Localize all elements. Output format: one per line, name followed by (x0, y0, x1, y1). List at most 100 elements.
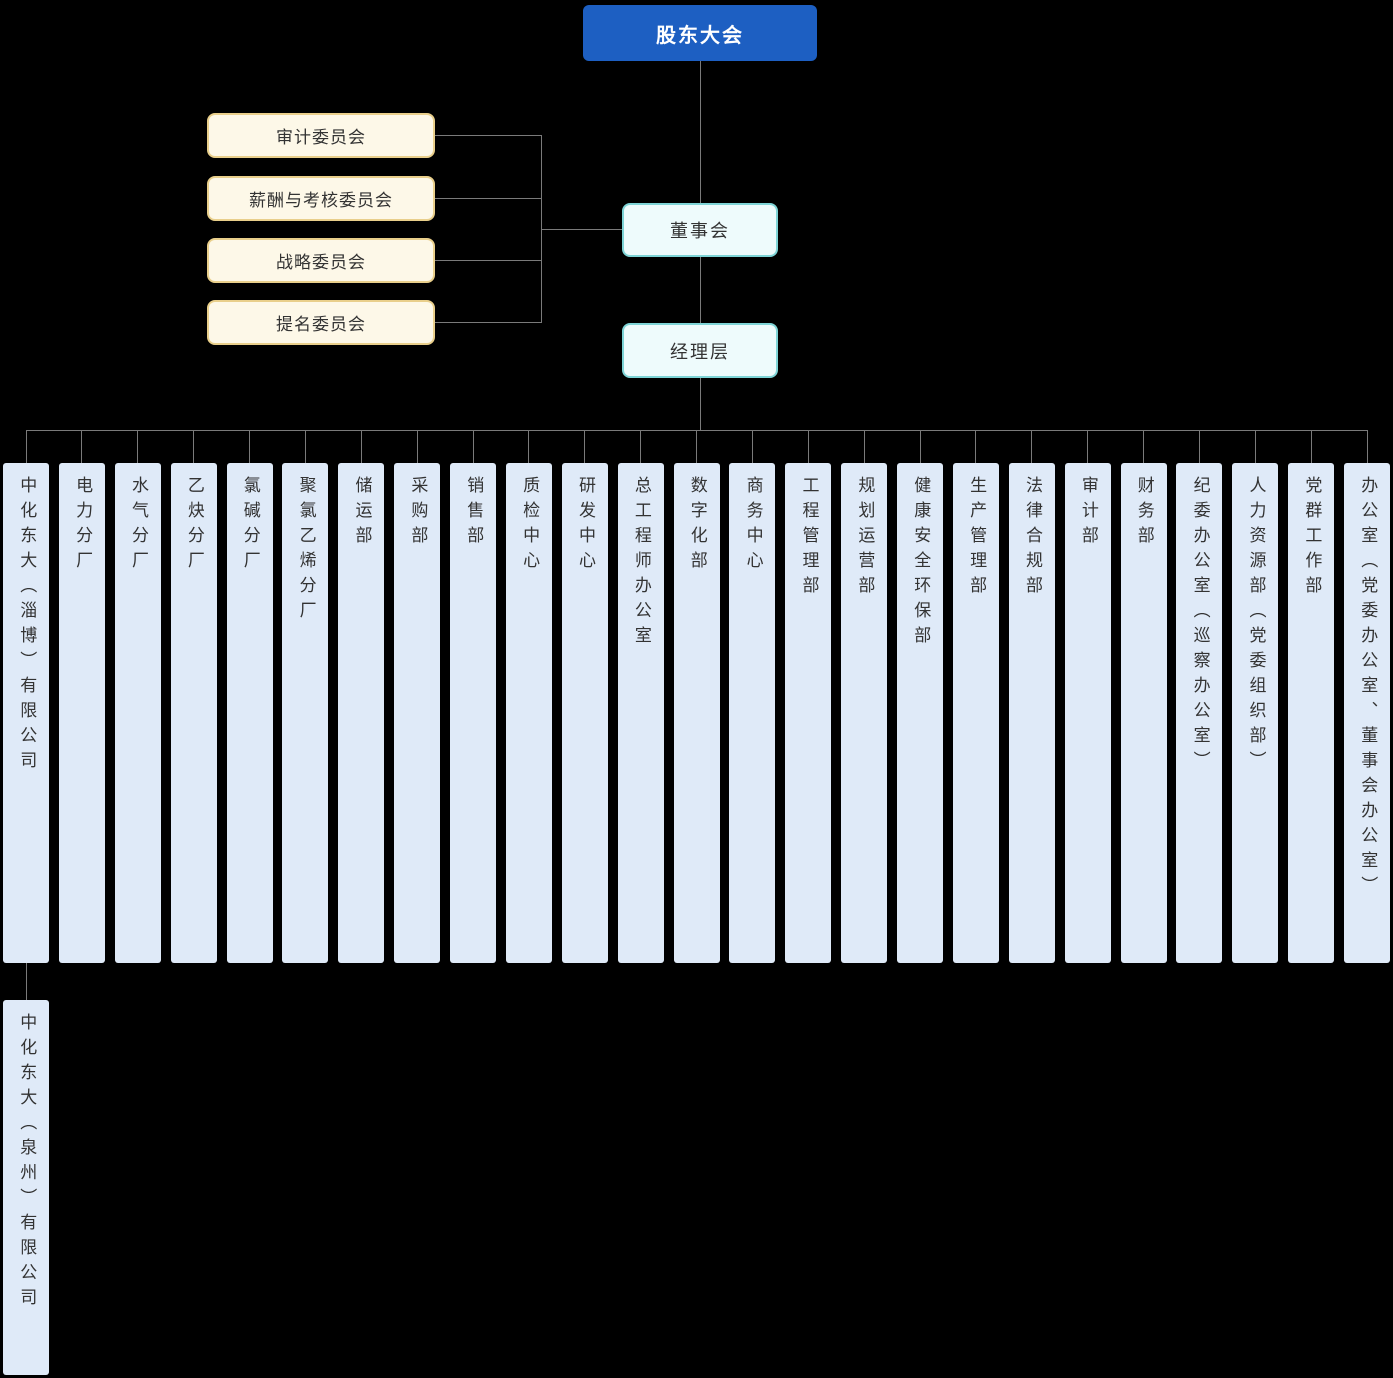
committee-box-compensation: 薪酬与考核委员会 (207, 176, 435, 221)
connector-line (807, 430, 809, 463)
department-item: 审计部 (1064, 430, 1111, 963)
department-label: 采购部 (408, 476, 428, 551)
connector-line (416, 430, 418, 463)
department-box: 数字化部 (673, 463, 720, 963)
department-label: 水气分厂 (128, 476, 148, 576)
node-label: 经理层 (670, 341, 730, 362)
department-label: 规划运营部 (855, 476, 875, 601)
department-label: 销售部 (464, 476, 484, 551)
connector-line (1087, 430, 1089, 463)
committee-label: 提名委员会 (276, 315, 366, 334)
connector-line (435, 260, 541, 261)
department-item: 党群工作部 (1288, 430, 1335, 963)
department-box: 电力分厂 (58, 463, 105, 963)
department-label: 中化东大（淄博）有限公司 (17, 476, 37, 776)
department-label: 法律合规部 (1022, 476, 1042, 601)
department-label: 电力分厂 (73, 476, 93, 576)
department-label: 生产管理部 (967, 476, 987, 601)
department-label: 健康安全环保部 (911, 476, 931, 651)
department-label: 质检中心 (520, 476, 540, 576)
department-item: 办公室（党委办公室、董事会办公室） (1344, 430, 1390, 963)
connector-line (975, 430, 977, 463)
connector-line (1031, 430, 1033, 463)
node-management-layer: 经理层 (622, 323, 778, 378)
connector-line (919, 430, 921, 463)
committee-label: 战略委员会 (276, 253, 366, 272)
department-label: 工程管理部 (799, 476, 819, 601)
node-label: 董事会 (670, 221, 730, 241)
department-item: 电力分厂 (58, 430, 105, 963)
department-item: 法律合规部 (1008, 430, 1055, 963)
committee-box-strategy: 战略委员会 (207, 238, 435, 283)
connector-line (435, 198, 541, 199)
department-label: 财务部 (1134, 476, 1154, 551)
node-label: 股东大会 (656, 24, 744, 47)
department-label: 党群工作部 (1302, 476, 1322, 601)
department-item: 健康安全环保部 (897, 430, 943, 963)
department-box: 人力资源部（党委组织部） (1232, 463, 1279, 963)
department-item: 乙炔分厂 (170, 430, 217, 963)
department-box: 水气分厂 (114, 463, 161, 963)
connector-line (304, 430, 306, 463)
subsidiary-box: 中化东大（泉州）有限公司 (3, 1000, 49, 1375)
department-item: 人力资源部（党委组织部） (1232, 430, 1279, 963)
connector-line (472, 430, 474, 463)
department-item: 工程管理部 (785, 430, 832, 963)
department-label: 总工程师办公室 (631, 476, 651, 651)
department-item: 中化东大（淄博）有限公司 (3, 430, 49, 963)
connector-line (863, 430, 865, 463)
department-item: 研发中心 (561, 430, 608, 963)
department-box: 聚氯乙烯分厂 (282, 463, 329, 963)
committee-box-audit: 审计委员会 (207, 113, 435, 158)
department-item: 氯碱分厂 (226, 430, 273, 963)
department-item: 采购部 (394, 430, 441, 963)
connector-line (1366, 430, 1368, 463)
connector-line (1198, 430, 1200, 463)
departments-row: 中化东大（淄博）有限公司 电力分厂 水气分厂 乙炔分厂 氯碱分厂 聚氯乙烯分厂 储运部 采购部… (3, 430, 1390, 963)
connector-line (700, 378, 701, 430)
department-box: 审计部 (1064, 463, 1111, 963)
connector-line (528, 430, 530, 463)
department-label: 氯碱分厂 (240, 476, 260, 576)
connector-line (249, 430, 250, 463)
department-box: 中化东大（淄博）有限公司 (3, 463, 49, 963)
connector-line (81, 430, 83, 463)
department-label: 纪委办公室（巡察办公室） (1190, 476, 1210, 776)
connector-line (751, 430, 753, 463)
node-shareholders-meeting: 股东大会 (583, 5, 817, 61)
connector-line (26, 963, 27, 1000)
department-item: 销售部 (450, 430, 496, 963)
department-box: 法律合规部 (1008, 463, 1055, 963)
department-box: 党群工作部 (1288, 463, 1335, 963)
department-box: 生产管理部 (952, 463, 999, 963)
connector-line (700, 61, 701, 203)
department-box: 采购部 (394, 463, 441, 963)
committee-label: 薪酬与考核委员会 (249, 191, 393, 210)
department-item: 财务部 (1120, 430, 1167, 963)
connector-line (25, 430, 27, 463)
department-item: 商务中心 (729, 430, 776, 963)
department-item: 聚氯乙烯分厂 (282, 430, 329, 963)
department-item: 质检中心 (505, 430, 552, 963)
department-box: 质检中心 (505, 463, 552, 963)
connector-line (193, 430, 195, 463)
department-item: 储运部 (338, 430, 385, 963)
department-label: 聚氯乙烯分厂 (296, 476, 316, 626)
department-box: 办公室（党委办公室、董事会办公室） (1344, 463, 1390, 963)
node-board-of-directors: 董事会 (622, 203, 778, 257)
connector-line (435, 135, 541, 136)
department-box: 商务中心 (729, 463, 776, 963)
subsidiary-label: 中化东大（泉州）有限公司 (17, 1013, 37, 1313)
department-box: 纪委办公室（巡察办公室） (1176, 463, 1223, 963)
department-box: 研发中心 (561, 463, 608, 963)
committee-label: 审计委员会 (276, 128, 366, 147)
department-box: 销售部 (450, 463, 496, 963)
connector-line (1143, 430, 1144, 463)
connector-line (541, 229, 622, 230)
connector-line (137, 430, 139, 463)
connector-line (584, 430, 586, 463)
department-box: 总工程师办公室 (617, 463, 664, 963)
department-item: 生产管理部 (952, 430, 999, 963)
department-box: 储运部 (338, 463, 385, 963)
